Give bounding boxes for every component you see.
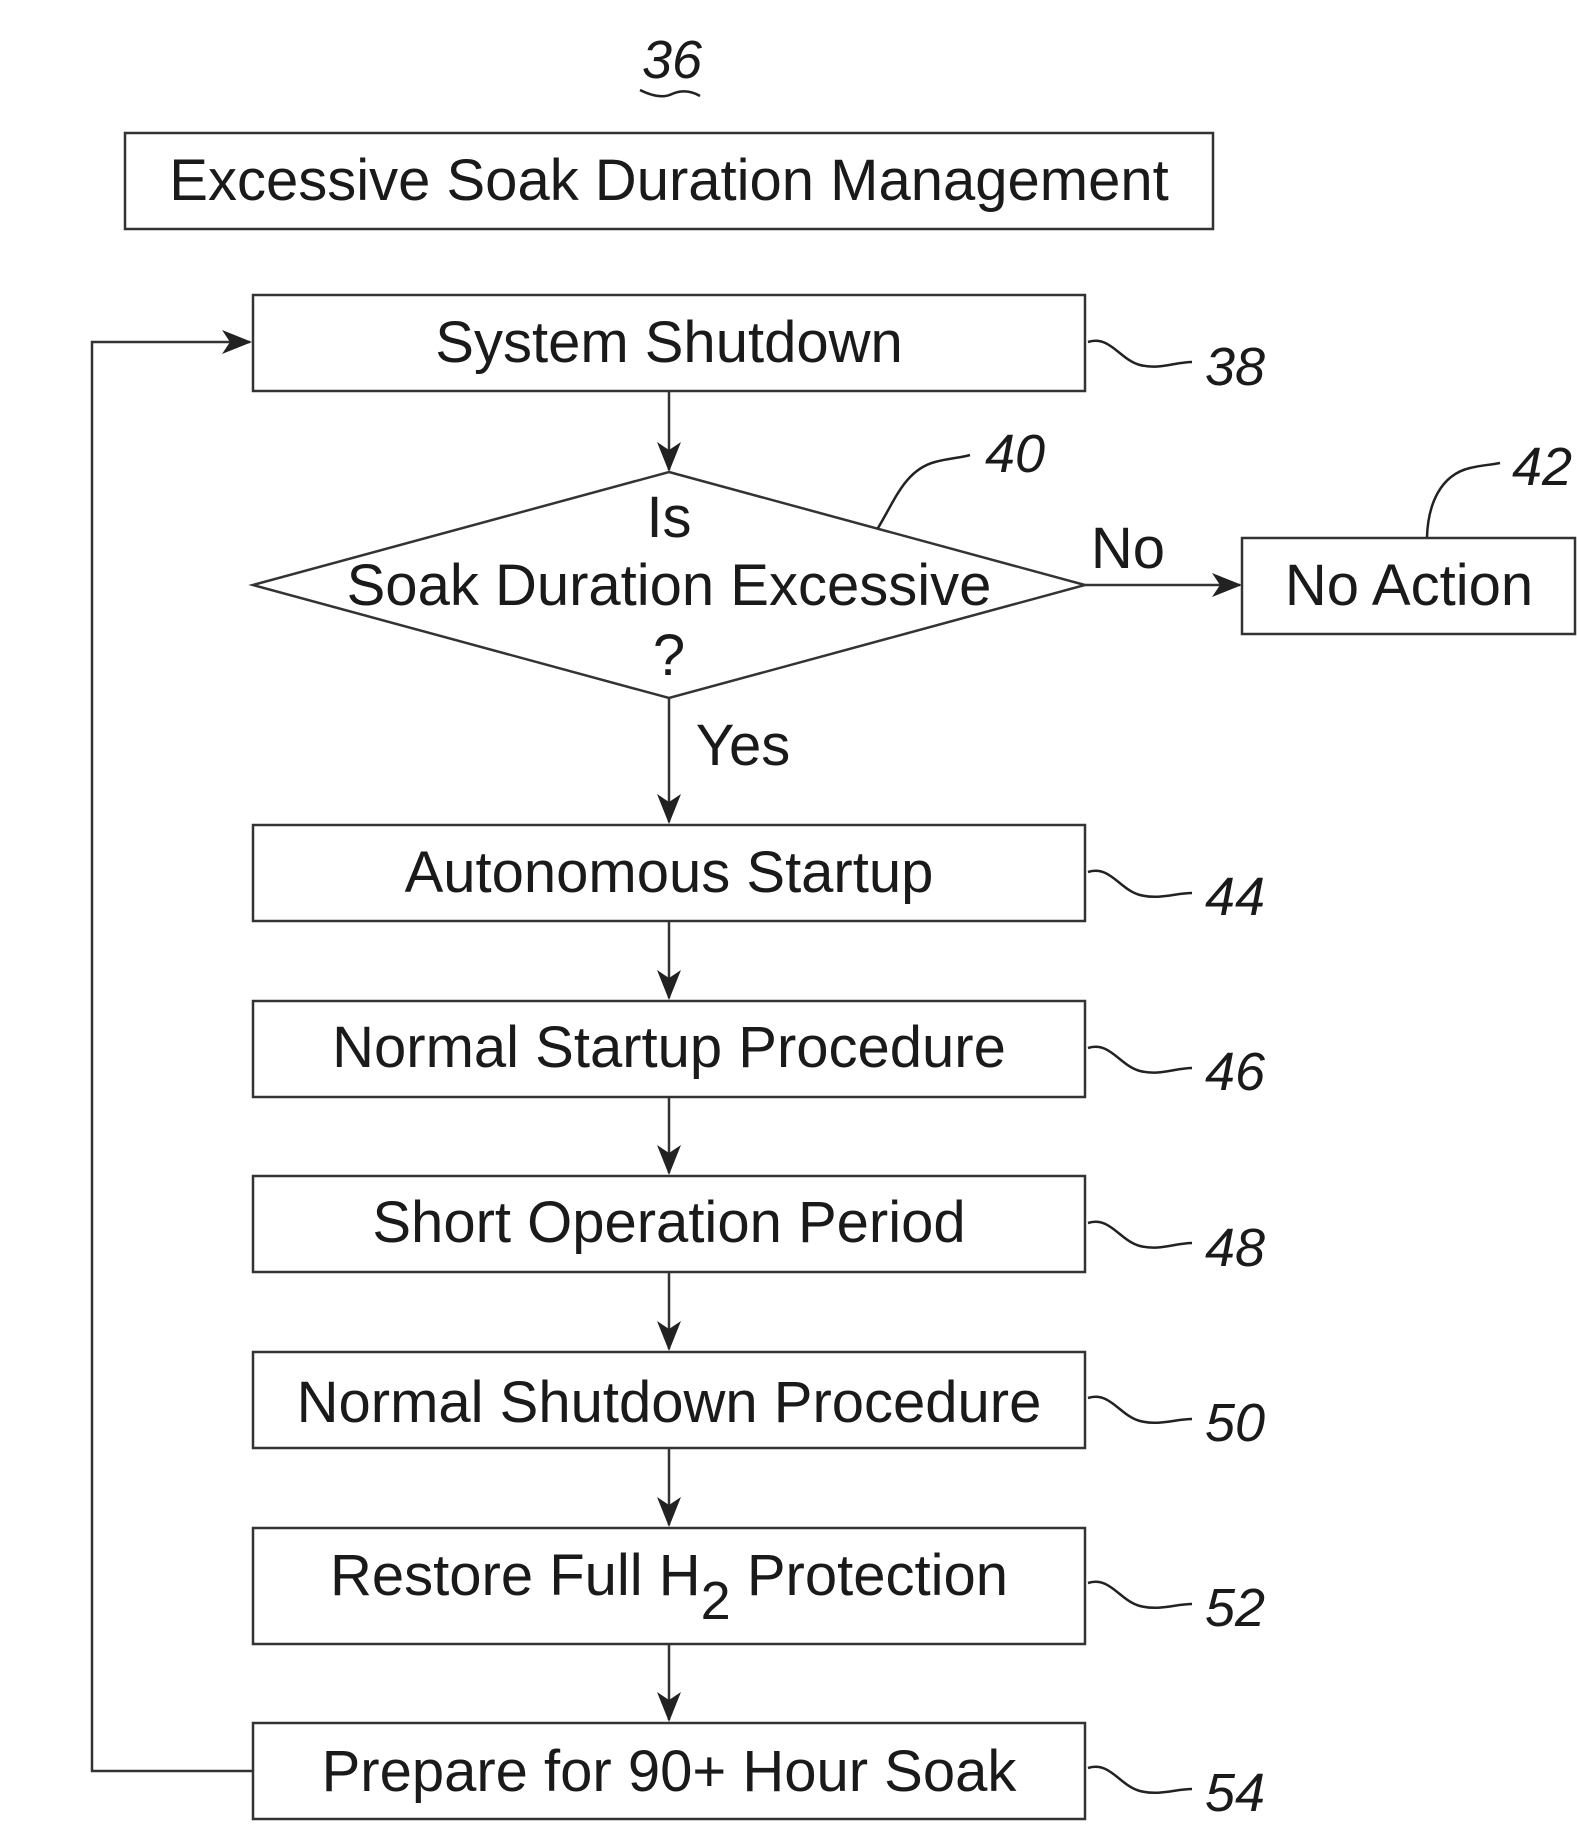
ref-leader-48 [1088,1222,1192,1248]
ref-leader-42 [1427,463,1500,537]
ref-label-44: 44 [1205,867,1265,927]
ref-leader-50 [1088,1397,1192,1423]
title-text: Excessive Soak Duration Management [169,148,1168,213]
ref-label-38: 38 [1205,337,1265,397]
ref-label-46: 46 [1205,1042,1266,1102]
ref-leader-54 [1088,1767,1192,1793]
ref-label-50: 50 [1205,1393,1265,1453]
no-label: No [1091,516,1165,581]
ref-label-48: 48 [1205,1218,1265,1278]
ref-leader-52 [1088,1582,1192,1608]
yes-label: Yes [696,713,791,778]
step-label-normal-startup: Normal Startup Procedure [332,1015,1006,1080]
no-action-label: No Action [1285,553,1533,618]
ref-label-42: 42 [1512,437,1572,497]
step-label-prepare-soak: Prepare for 90+ Hour Soak [322,1739,1018,1804]
ref-label-54: 54 [1205,1763,1265,1823]
step-label-autonomous-startup: Autonomous Startup [405,840,934,905]
restore-label-suffix: Protection [731,1543,1008,1608]
restore-label-subscript: 2 [701,1571,731,1631]
step-label-short-operation: Short Operation Period [372,1190,965,1255]
ref-leader-44 [1088,871,1192,897]
step-label-system-shutdown: System Shutdown [435,310,902,375]
ref-label-40: 40 [985,424,1045,484]
loop-back-arrow [92,342,253,1771]
ref-leader-40 [878,455,970,528]
step-label-normal-shutdown: Normal Shutdown Procedure [297,1370,1042,1435]
decision-line-3: ? [653,623,685,688]
decision-line-1: Is [646,485,691,550]
figure-number-underline [640,90,700,96]
figure-number: 36 [642,30,703,90]
restore-label-main: Restore Full H [330,1543,701,1608]
decision-line-2: Soak Duration Excessive [347,553,992,618]
ref-leader-38 [1088,341,1192,367]
ref-leader-46 [1088,1047,1192,1073]
ref-label-52: 52 [1205,1578,1265,1638]
